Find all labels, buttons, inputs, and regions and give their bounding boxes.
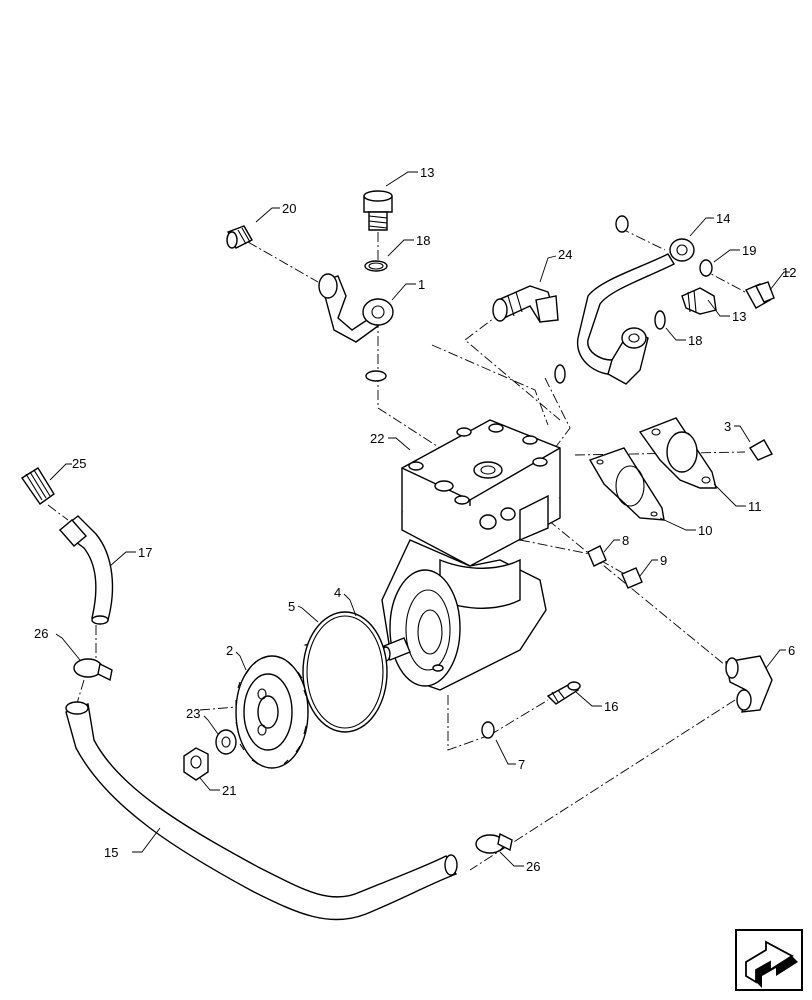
hose-clamp-26-right: [475, 832, 513, 854]
callout-5: 5: [288, 599, 295, 614]
banjo-bolt-top: [363, 190, 393, 231]
ring-under-pipe: [365, 370, 387, 382]
callout-12: 12: [782, 265, 796, 280]
arrow-return-icon[interactable]: [735, 929, 803, 991]
callout-26-left: 26: [34, 626, 48, 641]
gasket-10: [588, 447, 665, 521]
elbow-fitting-24: [492, 285, 559, 323]
assembly-lines: [47, 227, 746, 871]
callout-8: 8: [622, 533, 629, 548]
nut-21: [183, 747, 209, 781]
screw-9: [621, 567, 643, 589]
screw-3: [749, 439, 773, 461]
callout-24: 24: [558, 247, 572, 262]
pipe-14: [577, 238, 695, 385]
callout-9: 9: [660, 553, 667, 568]
ring-left-14: [554, 364, 566, 384]
o-ring-5: [302, 611, 388, 733]
callout-16: 16: [604, 699, 618, 714]
callout-13-top: 13: [420, 165, 434, 180]
callout-26-right: 26: [526, 859, 540, 874]
washer-7: [481, 721, 495, 739]
tube-17: [58, 515, 114, 625]
ring-top-left-14: [615, 215, 629, 233]
callout-4: 4: [334, 585, 341, 600]
fitting-25: [21, 467, 55, 505]
ring-19: [699, 259, 713, 277]
callout-18-right: 18: [688, 333, 702, 348]
banjo-bolt-right: [681, 287, 717, 315]
callout-25: 25: [72, 456, 86, 471]
callout-7: 7: [518, 757, 525, 772]
callout-15: 15: [104, 845, 118, 860]
hose-15: [65, 701, 458, 921]
air-compressor-22: [381, 419, 561, 691]
washer-23: [215, 729, 237, 755]
leader-lines: [49, 171, 790, 867]
callout-22: 22: [370, 431, 384, 446]
plug-8: [587, 545, 607, 567]
callout-6: 6: [788, 643, 795, 658]
gear-2: [235, 655, 309, 769]
callout-18-top: 18: [416, 233, 430, 248]
sealing-ring-top: [364, 260, 388, 272]
screw-16: [546, 681, 581, 705]
bolt-12: [745, 281, 775, 309]
callout-20: 20: [282, 201, 296, 216]
callout-14: 14: [716, 211, 730, 226]
callout-1: 1: [418, 277, 425, 292]
hose-clamp-26-left: [73, 658, 113, 682]
callout-21: 21: [222, 783, 236, 798]
callout-13-right: 13: [732, 309, 746, 324]
ring-18-right: [654, 310, 666, 330]
callout-17: 17: [138, 545, 152, 560]
callout-2: 2: [226, 643, 233, 658]
elbow-fitting-6: [725, 655, 773, 713]
callout-11: 11: [748, 499, 762, 514]
pipe-1: [318, 273, 394, 343]
callout-10: 10: [698, 523, 712, 538]
callout-23: 23: [186, 706, 200, 721]
callouts: 13 20 18 1 24 14 19 12 13 18 3 22 11 10 …: [34, 165, 796, 874]
callout-3: 3: [724, 419, 731, 434]
cover-plate-11: [638, 417, 717, 489]
callout-19: 19: [742, 243, 756, 258]
fitting-20: [226, 225, 253, 249]
